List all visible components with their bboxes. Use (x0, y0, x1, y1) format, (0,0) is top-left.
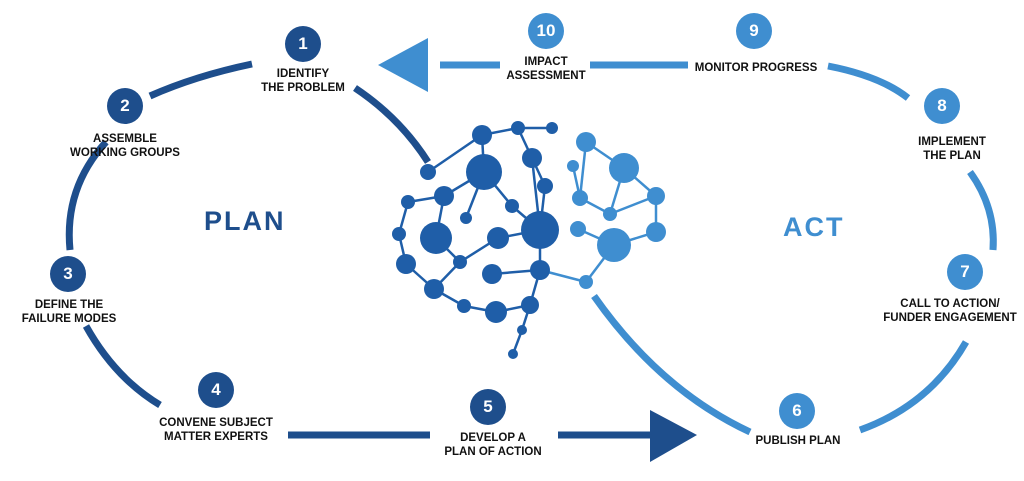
act-arc-9-8 (827, 62, 911, 101)
step-9-label: MONITOR PROGRESS (693, 61, 819, 75)
step-8-label-line-1: IMPLEMENT (918, 136, 986, 148)
step-9-number-badge: 9 (736, 13, 772, 49)
plan-loop (65, 60, 650, 439)
arrow-right-icon (650, 410, 697, 462)
step-1-label-line-2: THE PROBLEM (261, 82, 345, 94)
step-2-label: ASSEMBLE WORKING GROUPS (65, 132, 185, 160)
step-3-label: DEFINE THE FAILURE MODES (13, 298, 125, 326)
plan-phase-title: PLAN (204, 206, 286, 236)
step-8-label-line-2: THE PLAN (923, 150, 981, 162)
step-4-label: CONVENE SUBJECT MATTER EXPERTS (146, 416, 286, 444)
step-5-label-line-2: PLAN OF ACTION (444, 446, 542, 458)
step-10-label: IMPACT ASSESSMENT (500, 55, 592, 83)
step-3-number-badge: 3 (50, 256, 86, 292)
step-3-label-line-1: DEFINE THE (34, 299, 104, 311)
step-2-label-line-2: WORKING GROUPS (70, 147, 180, 159)
plan-arc-1-2 (148, 60, 253, 100)
step-6-label-line-1: PUBLISH PLAN (755, 435, 841, 447)
step-1-label-line-1: IDENTIFY (276, 68, 330, 80)
step-7-label: CALL TO ACTION/ FUNDER ENGAGEMENT (880, 297, 1020, 325)
step-6-number-badge: 6 (779, 393, 815, 429)
step-10-number-badge: 10 (528, 13, 564, 49)
step-2-label-line-1: ASSEMBLE (93, 133, 157, 145)
plan-arc-3-4 (82, 324, 162, 409)
step-2-number-badge: 2 (107, 88, 143, 124)
step-3-label-line-2: FAILURE MODES (21, 313, 117, 325)
step-6-label: PUBLISH PLAN (745, 434, 851, 448)
act-arc-7-6 (858, 340, 970, 434)
arrow-left-icon (378, 38, 428, 92)
step-7-number-badge: 7 (947, 254, 983, 290)
act-arc-8-7 (967, 169, 997, 251)
step-8-number-badge: 8 (924, 88, 960, 124)
brain-network-icon (392, 121, 666, 359)
step-10-label-line-1: IMPACT (524, 56, 568, 68)
step-7-label-line-2: FUNDER ENGAGEMENT (883, 312, 1017, 324)
step-8-label: IMPLEMENT THE PLAN (902, 135, 1002, 163)
plan-link-1-brain (353, 85, 431, 164)
step-5-label: DEVELOP A PLAN OF ACTION (432, 431, 554, 459)
step-9-label-line-1: MONITOR PROGRESS (694, 62, 818, 74)
step-4-label-line-1: CONVENE SUBJECT (159, 417, 273, 429)
act-phase-title: ACT (783, 212, 845, 242)
act-link-brain-6 (591, 293, 752, 436)
plan-arc-2-3 (65, 139, 109, 251)
step-5-label-line-1: DEVELOP A (460, 432, 526, 444)
step-10-label-line-2: ASSESSMENT (506, 70, 586, 82)
step-4-number-badge: 4 (198, 372, 234, 408)
step-1-label: IDENTIFY THE PROBLEM (253, 67, 353, 95)
step-5-number-badge: 5 (470, 389, 506, 425)
act-loop (440, 61, 997, 436)
step-7-label-line-1: CALL TO ACTION/ (900, 298, 1000, 310)
step-1-number-badge: 1 (285, 26, 321, 62)
step-4-label-line-2: MATTER EXPERTS (164, 431, 268, 443)
